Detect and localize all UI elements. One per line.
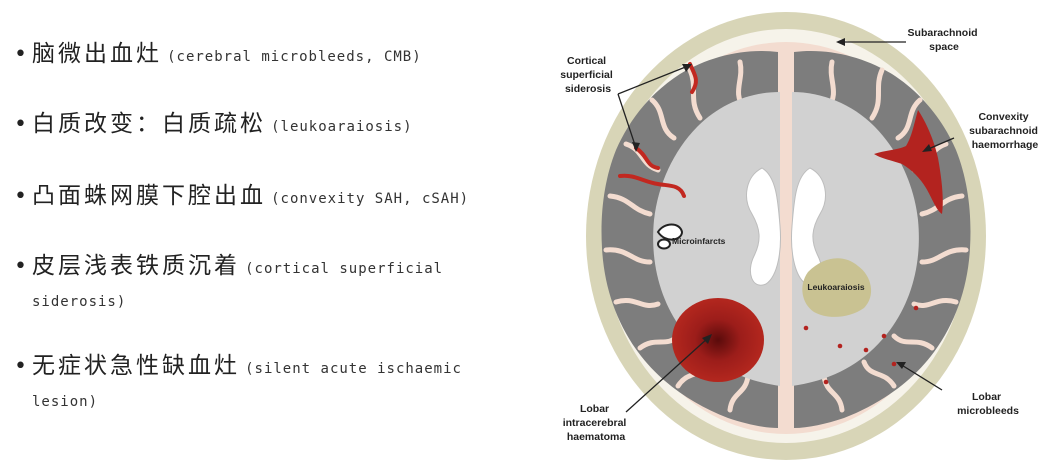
list-item-silent-lesion: •无症状急性缺血灶 (silent acute ischaemic lesion… [14,346,534,410]
leader-lines [617,41,955,413]
bullet: • [14,254,27,279]
microinfarcts [656,223,684,250]
bullet: • [14,112,27,137]
item-english: (leukoaraiosis) [271,119,413,135]
label-subarachnoid-space: Subarachnoid space [908,27,981,53]
cortical-superficial-siderosis [618,62,698,198]
list-item-siderosis: •皮层浅表铁质沉着 (cortical superficial siderosi… [14,246,534,310]
convexity-sah [874,110,943,214]
bullet: • [14,42,27,67]
item-english: (convexity SAH, cSAH) [271,191,470,207]
list-item-csah: •凸面蛛网膜下腔出血 (convexity SAH, cSAH) [14,176,534,210]
item-title: 脑微出血灶 [32,41,162,67]
finding-list: •脑微出血灶 (cerebral microbleeds, CMB) •白质改变… [14,34,534,410]
label-lobar-microbleeds: Lobar microbleeds [957,391,1019,417]
arrowheads [632,38,932,369]
item-title: 无症状急性缺血灶 [32,353,240,379]
list-item-leukoaraiosis: •白质改变：白质疏松 (leukoaraiosis) [14,104,534,138]
label-convexity-sah: Convexity subarachnoid haemorrhage [969,111,1041,151]
item-title: 凸面蛛网膜下腔出血 [32,183,266,209]
item-english: (cortical superficial [245,261,444,277]
item-english-cont: siderosis) [32,294,127,310]
list-item-cmb: •脑微出血灶 (cerebral microbleeds, CMB) [14,34,534,68]
label-cortical-siderosis: Cortical superficial siderosis [560,55,615,95]
item-english: (silent acute ischaemic [245,361,462,377]
lobar-haematoma [672,298,764,382]
bullet: • [14,184,27,209]
label-leukoaraiosis: Leukoaraiosis [807,282,864,292]
item-english: (cerebral microbleeds, CMB) [167,49,422,65]
leukoaraiosis-patch [802,258,872,317]
item-title: 皮层浅表铁质沉着 [32,253,240,279]
label-lobar-haematoma: Lobar intracerebral haematoma [563,403,630,443]
item-english-cont: lesion) [32,394,99,410]
brain-diagram: Cortical superficial siderosis Subarachn… [560,12,1041,460]
label-microinfarcts: Microinfarcts [672,236,726,246]
bullet: • [14,354,27,379]
lobar-microbleeds [803,305,919,385]
item-title: 白质改变：白质疏松 [32,111,266,137]
ventricle-left [746,167,781,286]
